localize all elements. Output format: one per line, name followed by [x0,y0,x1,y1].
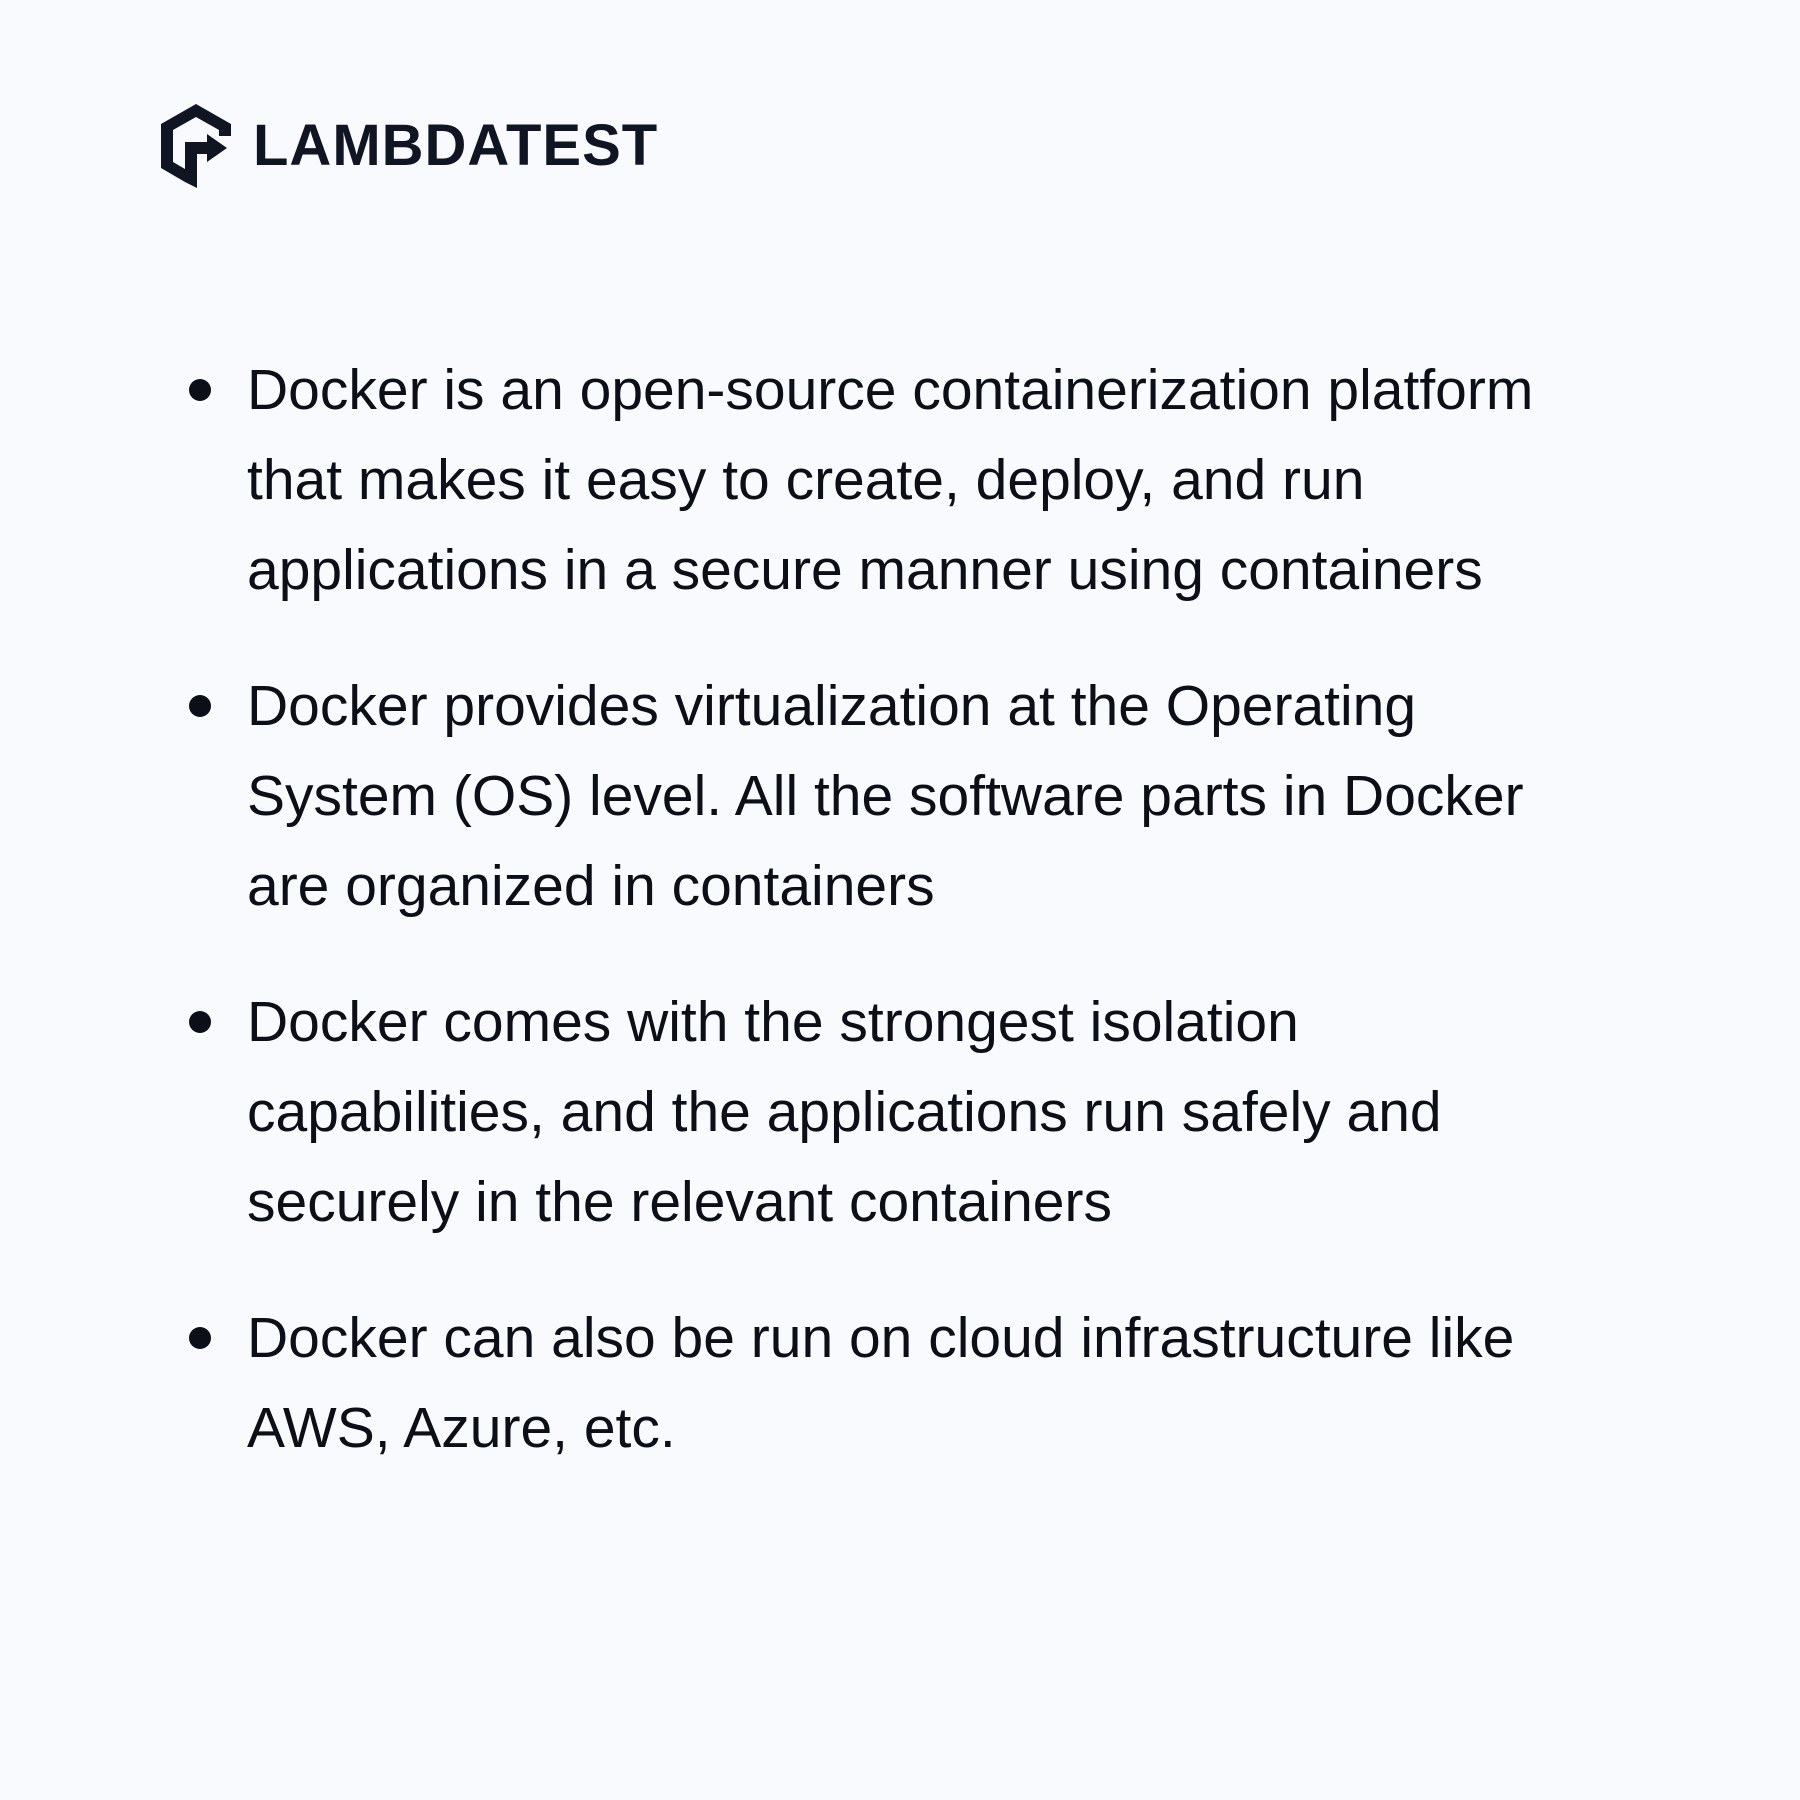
list-item: Docker provides virtualization at the Op… [0,661,1612,931]
bullet-dot-icon [189,1011,211,1033]
brand-name: LAMBDATEST [253,113,659,178]
brand-logo: LAMBDATEST [155,100,658,192]
bullet-dot-icon [189,695,211,717]
bullet-text: Docker comes with the strongest isolatio… [247,990,1442,1234]
bullet-text: Docker provides virtualization at the Op… [247,674,1524,918]
bullet-text: Docker can also be run on cloud infrastr… [247,1306,1515,1460]
list-item: Docker is an open-source containerizatio… [0,345,1612,615]
bullet-text: Docker is an open-source containerizatio… [247,358,1534,602]
list-item: Docker comes with the strongest isolatio… [0,977,1612,1247]
bullet-dot-icon [189,379,211,401]
bullet-dot-icon [189,1327,211,1349]
bullet-list: Docker is an open-source containerizatio… [0,345,1800,1519]
list-item: Docker can also be run on cloud infrastr… [0,1293,1612,1473]
lambdatest-logo-icon [161,104,231,188]
